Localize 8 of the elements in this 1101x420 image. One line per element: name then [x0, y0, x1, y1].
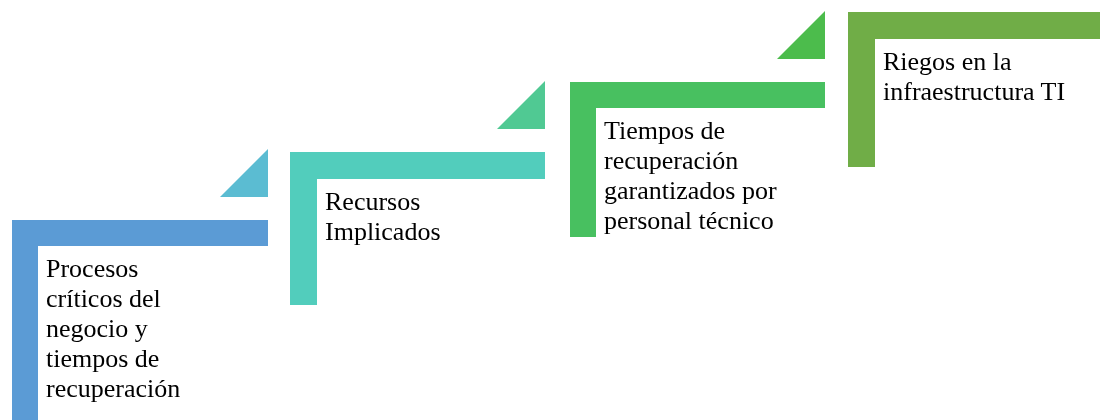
step-shape: [570, 82, 825, 237]
step-shape: [848, 12, 1100, 167]
step-label: Riegos en la infraestructura TI: [883, 47, 1067, 107]
step-shape: [290, 152, 545, 305]
step-label: Recursos Implicados: [325, 187, 442, 247]
step-label: Procesos críticos del negocio y tiempos de recuperación: [46, 254, 182, 404]
step-label: Tiempos de recuperación garantizados por personal técnico: [604, 116, 778, 236]
step-shape: [12, 220, 268, 420]
